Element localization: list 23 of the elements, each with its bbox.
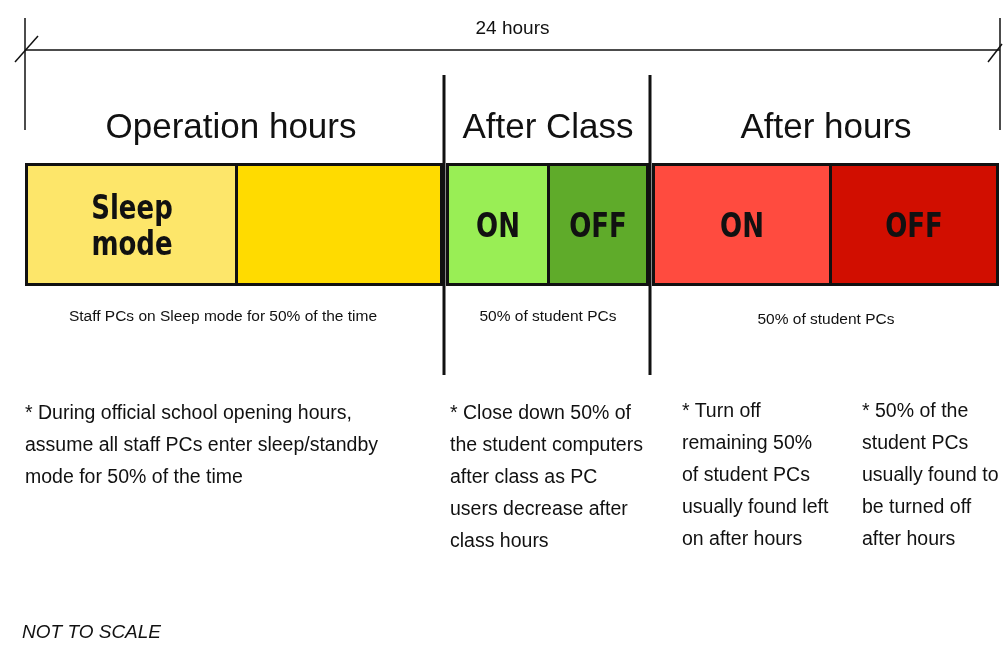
segment-caption: 50% of student PCs — [478, 306, 618, 326]
bar-segment — [652, 163, 832, 286]
note-text: * During official school opening hours, assume all staff PCs enter sleep/standby mode for 50% of the time — [25, 400, 379, 489]
segment-label: ON — [475, 206, 521, 243]
dimension-label: 24 hours — [474, 16, 551, 40]
segment-label: Sleep mode — [89, 188, 174, 261]
note-text: * Turn off remaining 50% of student PCs usually found left on after hours — [682, 398, 830, 551]
note-text: NOT TO SCALE — [22, 620, 162, 644]
segment-caption: 50% of student PCs — [756, 309, 896, 329]
note-text: * 50% of the student PCs usually found to be turned off after hours — [862, 398, 1000, 551]
section-heading: After Class — [461, 105, 635, 147]
section-heading: After hours — [739, 105, 913, 147]
bar-segment — [446, 163, 550, 286]
bar-segment — [829, 163, 999, 286]
bar-segment — [235, 163, 443, 286]
segment-label: ON — [719, 206, 765, 243]
segment-caption: Staff PCs on Sleep mode for 50% of the time — [67, 306, 379, 326]
note-text: * Close down 50% of the student computers after class as PC users decrease after class hours — [450, 400, 644, 553]
segment-label: OFF — [568, 206, 628, 243]
bar-segment — [547, 163, 649, 286]
bar-segment — [25, 163, 238, 286]
segment-label: OFF — [884, 206, 944, 243]
section-heading: Operation hours — [104, 105, 358, 147]
